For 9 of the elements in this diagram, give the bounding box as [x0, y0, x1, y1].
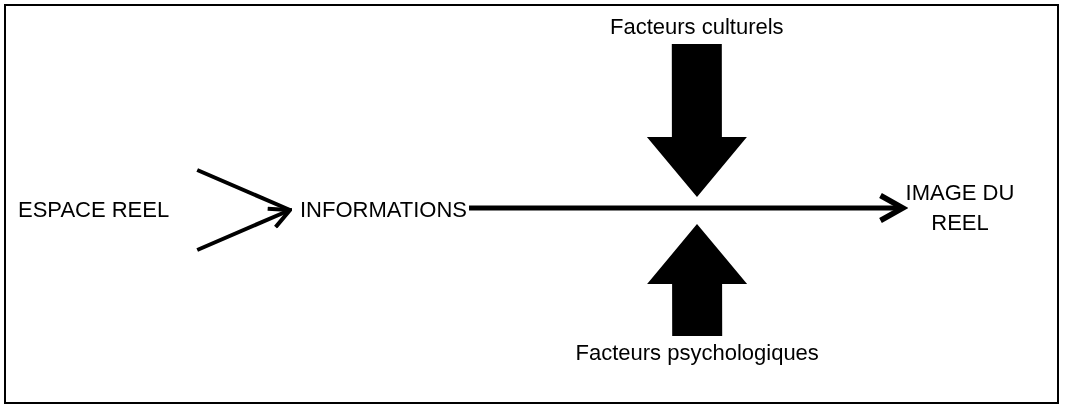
node-label: IMAGE DU REEL [905, 178, 1015, 238]
node-label: ESPACE REEL [18, 195, 170, 225]
block-arrow [647, 224, 748, 336]
node-label: Facteurs psychologiques [575, 338, 819, 368]
block-arrow [646, 44, 747, 197]
chevron-arrow [195, 168, 292, 252]
node-label: Facteurs culturels [610, 12, 784, 42]
arrow [469, 192, 906, 224]
node-label: INFORMATIONS [300, 195, 468, 225]
